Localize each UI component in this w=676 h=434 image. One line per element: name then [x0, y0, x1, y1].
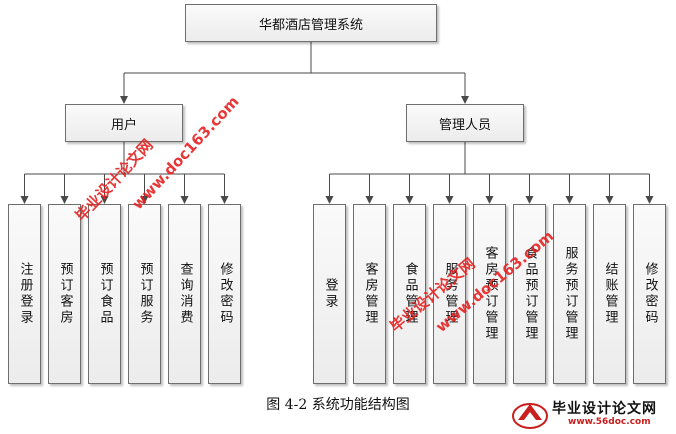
admin-leaf-label: 食品管理 — [402, 262, 418, 326]
user-leaf-label: 查询消费 — [177, 262, 193, 326]
admin-leaf-label: 登录 — [322, 278, 338, 310]
user-leaf-change-password: 修改密码 — [208, 204, 241, 384]
user-leaf-label: 预订服务 — [137, 262, 153, 326]
connector-lines — [20, 42, 654, 204]
site-logo: 毕业设计论文网 www.56doc.com — [508, 396, 674, 432]
user-leaf-label: 预订食品 — [97, 262, 113, 326]
logo-url: www.56doc.com — [568, 417, 651, 427]
admin-leaf-room-management: 客房管理 — [353, 204, 386, 384]
admin-leaf-checkout-management: 结账管理 — [593, 204, 626, 384]
admin-leaf-label: 服务预订管理 — [562, 246, 578, 342]
admin-leaf-room-booking-management: 客房预订管理 — [473, 204, 506, 384]
user-leaf-label: 预订客房 — [57, 262, 73, 326]
root-node: 华都酒店管理系统 — [185, 4, 437, 42]
admin-leaf-login: 登录 — [313, 204, 346, 384]
logo-name: 毕业设计论文网 — [552, 401, 657, 417]
admin-leaf-label: 结账管理 — [602, 262, 618, 326]
user-leaf-query-consumption: 查询消费 — [168, 204, 201, 384]
admin-node: 管理人员 — [406, 104, 524, 142]
user-leaf-label: 注册登录 — [17, 262, 33, 326]
admin-node-label: 管理人员 — [438, 117, 491, 133]
admin-leaf-service-management: 服务管理 — [433, 204, 466, 384]
admin-leaf-label: 修改密码 — [642, 262, 658, 326]
root-node-label: 华都酒店管理系统 — [258, 17, 363, 33]
user-leaf-book-food: 预订食品 — [88, 204, 121, 384]
logo-emblem-icon — [512, 403, 548, 429]
admin-leaf-label: 客房管理 — [362, 262, 378, 326]
user-leaf-label: 修改密码 — [217, 262, 233, 326]
user-leaf-register-login: 注册登录 — [8, 204, 41, 384]
user-node-label: 用户 — [110, 117, 137, 133]
admin-leaf-change-password: 修改密码 — [633, 204, 666, 384]
admin-leaf-label: 食品预订管理 — [522, 246, 538, 342]
figure-caption: 图 4-2 系统功能结构图 — [266, 397, 410, 413]
user-leaf-book-room: 预订客房 — [48, 204, 81, 384]
user-leaf-book-service: 预订服务 — [128, 204, 161, 384]
user-node: 用户 — [65, 104, 183, 142]
admin-leaf-food-management: 食品管理 — [393, 204, 426, 384]
admin-leaf-service-booking-management: 服务预订管理 — [553, 204, 586, 384]
admin-leaf-label: 服务管理 — [442, 262, 458, 326]
admin-leaf-food-booking-management: 食品预订管理 — [513, 204, 546, 384]
admin-leaf-label: 客房预订管理 — [482, 246, 498, 342]
